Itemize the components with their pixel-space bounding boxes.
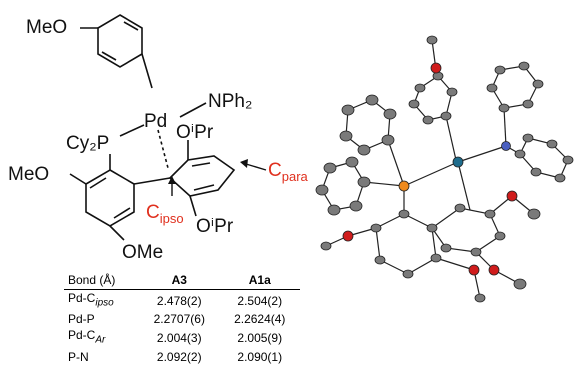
palladium-atom <box>452 156 464 168</box>
table-row: Pd-P 2.2707(6) 2.2624(4) <box>68 312 286 327</box>
biaryl-bond <box>133 177 171 185</box>
table-row: P-N 2.092(2) 2.090(1) <box>68 349 283 364</box>
anisyl-pd-bond <box>141 53 153 89</box>
pd-label: Pd <box>144 111 167 132</box>
p-pd-bond <box>119 124 145 137</box>
anisyl-ring <box>97 14 143 68</box>
right-aryl-ring <box>168 155 236 197</box>
crystal-structure <box>315 35 574 303</box>
table-row: Pd-Cipso 2.478(2) 2.504(2) <box>68 291 283 309</box>
nph2-label: NPh₂ <box>208 91 252 112</box>
cy2p-label: Cy₂P <box>66 133 109 154</box>
oipr-top-label: OⁱPr <box>176 122 214 143</box>
header-bond: Bond (Å) <box>64 272 140 290</box>
nitrogen-atom <box>501 141 511 151</box>
oipr-bottom-label: OⁱPr <box>196 216 234 237</box>
meo-left-label: MeO <box>8 164 49 185</box>
table-row: Pd-CAr 2.004(3) 2.005(9) <box>68 328 283 346</box>
pd-n-bond <box>179 102 207 118</box>
header-a3: A3 <box>139 272 220 290</box>
ome-bottom-label: OMe <box>122 242 163 263</box>
pd-cipso-interaction <box>157 129 169 169</box>
c-para-label: Cpara <box>268 160 309 184</box>
c-ipso-label: Cipso <box>146 202 184 226</box>
left-aryl-ring <box>85 169 135 227</box>
chemical-structure: MeO Pd NPh₂ Cy₂P MeO OMe OⁱPr OⁱPr Cipso <box>8 14 309 263</box>
phosphorus-atom <box>398 180 410 192</box>
meo-top-label: MeO <box>26 17 67 38</box>
bond-length-table: Bond (Å) A3 A1a Pd-Cipso 2.478(2) 2.504(… <box>64 272 300 365</box>
header-a1a: A1a <box>219 272 300 290</box>
